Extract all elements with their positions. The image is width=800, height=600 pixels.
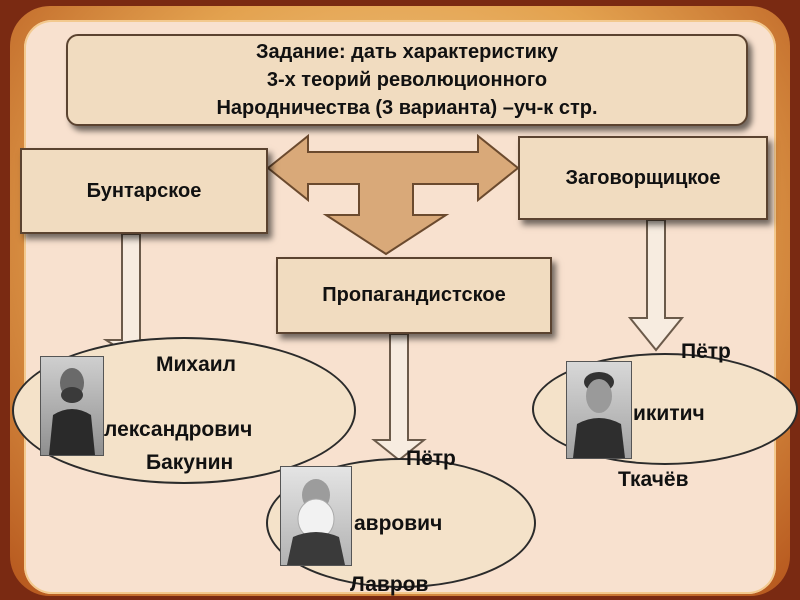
task-line-3: Народничества (3 варианта) –уч-к стр. <box>216 97 598 119</box>
theory-label-buntar: Бунтарское <box>86 179 202 202</box>
theory-box-buntar: Бунтарское <box>20 148 268 234</box>
arrow-to-tkachev <box>627 219 685 352</box>
arrow-to-lavrov <box>371 333 427 462</box>
tkachev-first-name: Пётр <box>681 340 731 363</box>
lavrov-first-name: Пётр <box>406 447 456 470</box>
tkachev-patronymic: икитич <box>633 402 705 425</box>
lavrov-last-name: Лавров <box>350 573 429 596</box>
bakunin-patronymic: лександрович <box>104 418 253 441</box>
portrait-tkachev <box>566 361 632 459</box>
bakunin-last-name: Бакунин <box>146 451 234 474</box>
theory-label-zagovor: Заговорщицкое <box>565 166 721 189</box>
tkachev-last-name: Ткачёв <box>618 468 689 491</box>
bakunin-first-name: Михаил <box>156 353 237 376</box>
portrait-bakunin <box>40 356 104 456</box>
task-box: Задание: дать характеристику 3-х теорий … <box>66 34 748 126</box>
theory-box-zagovor: Заговорщицкое <box>518 136 768 220</box>
lavrov-patronymic: аврович <box>354 512 443 535</box>
theory-box-propag: Пропагандистское <box>276 257 552 334</box>
task-line-2: 3-х теорий революционного <box>266 69 548 91</box>
theory-label-propag: Пропагандистское <box>322 284 506 306</box>
task-line-1: Задание: дать характеристику <box>255 41 559 63</box>
central-arrow <box>266 133 520 256</box>
portrait-lavrov <box>280 466 352 566</box>
